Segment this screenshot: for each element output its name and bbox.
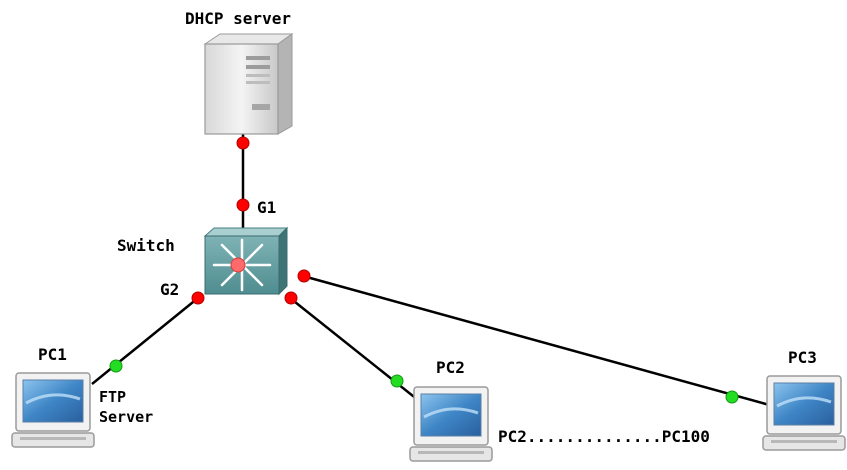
port-dot-g1-down — [236, 198, 250, 212]
pc1-label: PC1 — [38, 345, 67, 364]
pc-range-label: PC2..............PC100 — [498, 427, 710, 446]
pc3-label: PC3 — [788, 348, 817, 367]
link-switch-pc1 — [91, 297, 199, 385]
port-dot-pc1-up — [109, 359, 123, 373]
port-g2-label: G2 — [160, 280, 179, 299]
pc2-icon[interactable] — [408, 385, 494, 463]
pc3-icon[interactable] — [761, 374, 847, 452]
pc1-role-line2: Server — [99, 408, 153, 426]
port-dot-g2-down — [191, 291, 205, 305]
port-dot-pc3-link-down — [297, 269, 311, 283]
pc1-icon[interactable] — [10, 371, 96, 449]
switch-icon[interactable] — [203, 226, 289, 296]
pc2-label: PC2 — [436, 358, 465, 377]
switch-label: Switch — [117, 236, 175, 255]
dhcp-server-label: DHCP server — [185, 9, 291, 28]
port-dot-pc2-link-down — [284, 291, 298, 305]
dhcp-server-icon[interactable] — [203, 33, 294, 135]
port-dot-server-down — [236, 136, 250, 150]
pc1-role-line1: FTP — [99, 388, 126, 406]
port-dot-pc3-up — [725, 390, 739, 404]
link-switch-pc3 — [302, 274, 774, 408]
port-g1-label: G1 — [257, 198, 276, 217]
port-dot-pc2-up — [390, 374, 404, 388]
